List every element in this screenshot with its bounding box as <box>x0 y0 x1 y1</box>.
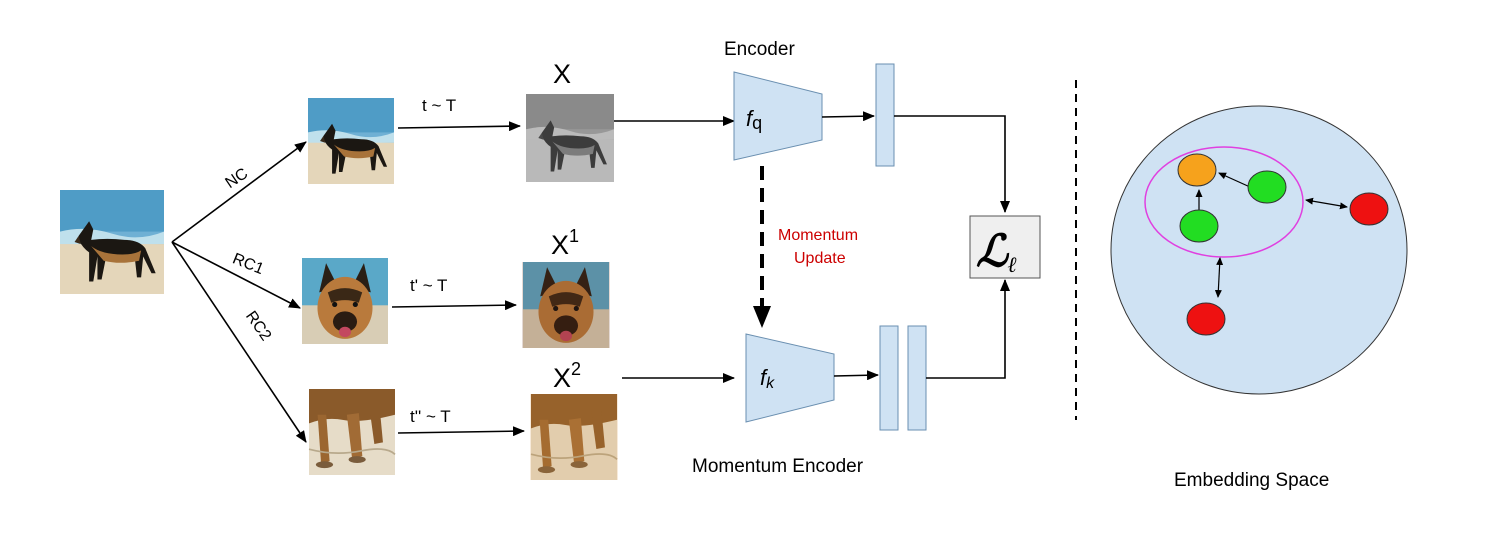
view-x2-image <box>530 394 618 480</box>
embedding-space-circle <box>1110 105 1408 395</box>
transform-t-prime-label: t' ~ T <box>410 276 447 295</box>
positive-to-anchor-arrow <box>1218 172 1251 188</box>
encoder-symbol: fq <box>746 106 762 133</box>
encoder-title: Encoder <box>724 39 795 60</box>
positive-cluster-outline <box>1144 146 1304 258</box>
anchor-point <box>1177 153 1217 187</box>
nc-crop-image <box>308 98 394 184</box>
query-to-loss-arrow <box>894 115 1010 213</box>
key-embedding-bar-1 <box>879 325 899 431</box>
encoder-block <box>733 71 823 161</box>
original-dog-image <box>60 190 164 294</box>
nc-arrow <box>171 141 307 243</box>
momentum-encoder-to-keys-arrow <box>833 370 879 381</box>
view-x2-label: X2 <box>553 359 581 393</box>
key-embedding-bar-2 <box>907 325 927 431</box>
rc2-crop-image <box>308 389 396 475</box>
rc2-label: RC2 <box>242 308 274 344</box>
negative-point-2 <box>1186 302 1226 336</box>
embedding-space-title: Embedding Space <box>1174 470 1329 491</box>
rc2-arrow <box>171 241 307 443</box>
momentum-update-arrowhead <box>753 306 771 328</box>
momentum-encoder-block <box>745 333 835 423</box>
momentum-update-line1: Momentum <box>778 227 858 244</box>
cluster-to-negative2-arrow <box>1214 257 1224 298</box>
transform-t-prime-arrow <box>391 300 517 311</box>
transform-t-double-prime-label: t'' ~ T <box>410 407 451 426</box>
rc1-crop-image <box>302 258 388 344</box>
view-x-label: X <box>553 59 571 89</box>
momentum-encoder-symbol: fk <box>760 365 775 392</box>
cluster-to-negative1-arrow <box>1305 197 1348 210</box>
view-x1-label: X1 <box>551 226 579 260</box>
positive-point-1 <box>1247 170 1287 204</box>
loss-symbol: ℒℓ <box>976 226 1017 278</box>
transform-t-label: t ~ T <box>422 96 456 115</box>
rc1-arrow <box>171 241 301 309</box>
transform-t-double-prime-arrow <box>397 426 525 437</box>
view-x1-image <box>522 262 610 348</box>
view-x-image <box>526 94 614 182</box>
momentum-encoder-title: Momentum Encoder <box>692 456 864 477</box>
loss-box <box>969 215 1041 279</box>
nc-label: NC <box>222 165 251 192</box>
momentum-update-line2: Update <box>794 250 846 267</box>
keys-to-loss-arrow <box>926 279 1010 379</box>
encoder-to-query-arrow <box>821 111 875 122</box>
positive-point-2 <box>1179 209 1219 243</box>
transform-t-arrow <box>397 121 521 132</box>
query-embedding-bar <box>875 63 895 167</box>
negative-point-1 <box>1349 192 1389 226</box>
